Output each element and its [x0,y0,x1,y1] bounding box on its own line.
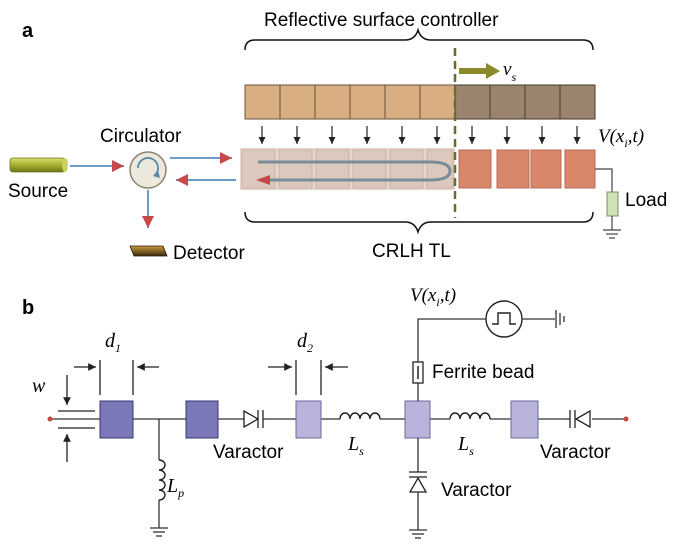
ferrite-bead-label: Ferrite bead [432,362,534,383]
source-label: Source [8,181,68,202]
d1-dimension [74,360,159,395]
unit-cell-dark [99,400,134,439]
tl-cells [241,149,596,189]
wave-path [258,160,452,182]
voltage-label-a: V(xi,t) [598,126,644,150]
varactor-label-1: Varactor [213,442,284,463]
controller-strip [244,84,596,120]
ground-pulse [555,310,565,328]
velocity-symbol: vs [503,59,516,84]
unit-cell-light [404,400,431,439]
velocity-arrowhead [486,63,500,79]
tl-cell-active [496,149,530,189]
controller-cell [314,84,351,120]
controller-cell-active [454,84,491,120]
top-brace [244,27,594,51]
d2-dimension [268,360,348,395]
source-icon [9,157,66,173]
tl-cell [352,149,387,189]
lp-label: Lp [166,475,184,500]
w-dimension [58,375,95,462]
inductor-lp [158,459,166,501]
detector-label: Detector [173,243,245,264]
signal-arrows [70,152,236,228]
controller-cell-active [489,84,526,120]
controller-cell-active [524,84,561,120]
panel-a-label: a [22,20,34,42]
tl-cell-active [458,149,492,189]
d1-label: d1 [105,330,121,355]
load-ground [603,229,621,239]
inductor-ls-2 [449,412,491,420]
controller-cell-active [559,84,596,120]
ground-varactor [409,529,427,539]
load-label: Load [625,190,667,211]
unit-cell-dark [185,400,219,439]
controller-title: Reflective surface controller [264,10,499,31]
varactor-label-2: Varactor [441,480,512,501]
varactor-label-3: Varactor [540,442,611,463]
w-label: w [32,375,46,397]
controller-cell [349,84,386,120]
tl-label: CRLH TL [372,241,451,262]
port-right [623,416,629,422]
wave-return-arrowhead [256,175,270,185]
d2-label: d2 [297,330,313,355]
ls-label-2: Ls [457,433,474,458]
varactor-shunt [408,471,428,493]
controller-cell [384,84,421,120]
voltage-label-b: V(xi,t) [410,285,456,309]
unit-cell-light [295,400,322,439]
bottom-brace [244,211,594,235]
circulator-icon [129,151,167,189]
tl-cell [315,149,350,189]
tl-cell-active [564,149,596,189]
controller-cell [279,84,316,120]
detector-icon [129,245,168,257]
controller-cell [419,84,456,120]
load-resistor [606,191,619,217]
pulse-source-icon [485,300,523,338]
panel-b-label: b [22,297,34,319]
tl-cell [241,149,276,189]
circulator-label: Circulator [100,126,182,147]
tl-cell [278,149,313,189]
tl-cell [389,149,424,189]
varactor-series-2 [569,409,591,429]
controller-cell [244,84,281,120]
load-wire [595,168,613,192]
control-arrows [258,126,581,144]
ls-label-1: Ls [347,433,364,458]
tl-cell-active [530,149,562,189]
ground-lp [150,527,168,537]
inductor-ls-1 [339,412,381,420]
port-left [47,416,53,422]
unit-cell-light [510,400,539,439]
